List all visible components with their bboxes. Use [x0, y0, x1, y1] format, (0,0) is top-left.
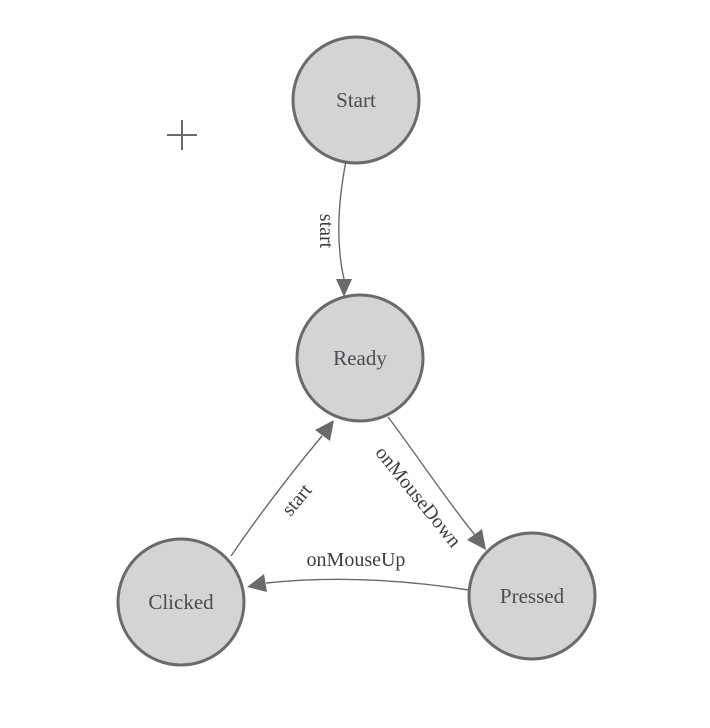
arrowhead-icon: [467, 529, 486, 550]
arrowhead-icon: [336, 279, 352, 297]
crosshair-icon: [167, 120, 197, 150]
state-circle[interactable]: [116, 537, 246, 667]
node-label: Start: [336, 88, 376, 112]
node-label: Ready: [333, 346, 387, 370]
state-circle[interactable]: [291, 35, 421, 165]
node-label: Pressed: [500, 584, 565, 608]
node-start[interactable]: Start: [291, 35, 421, 165]
edge-label: onMouseUp: [307, 549, 406, 571]
node-ready[interactable]: Ready: [295, 293, 425, 423]
edge-pressed-to-clicked[interactable]: onMouseUp: [247, 548, 470, 592]
node-label: Clicked: [148, 590, 214, 614]
state-circle[interactable]: [295, 293, 425, 423]
edge-label: start: [315, 214, 337, 249]
edge-start-to-ready[interactable]: start: [314, 160, 352, 297]
state-circle[interactable]: [467, 531, 597, 661]
edge-label: start: [278, 479, 317, 520]
node-pressed[interactable]: Pressed: [467, 531, 597, 661]
edge-clicked-to-ready[interactable]: start: [230, 420, 334, 557]
edge-line[interactable]: [230, 435, 323, 557]
edge-line[interactable]: [338, 160, 347, 280]
edge-line[interactable]: [265, 578, 470, 591]
edge-ready-to-pressed[interactable]: onMouseDown: [369, 416, 486, 553]
arrowhead-icon: [315, 420, 334, 441]
arrowhead-icon: [247, 574, 267, 592]
edge-line[interactable]: [387, 416, 476, 536]
node-clicked[interactable]: Clicked: [116, 537, 246, 667]
